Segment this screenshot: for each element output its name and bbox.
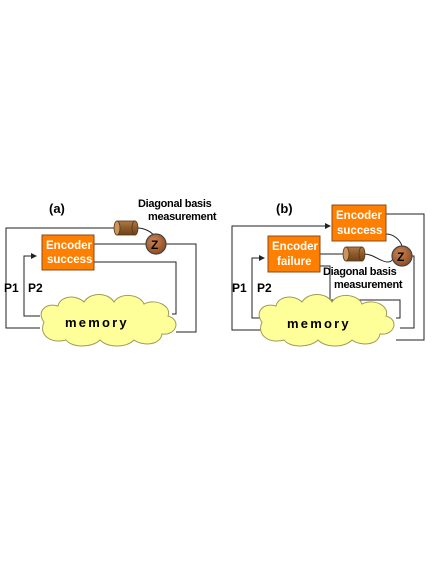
panel-a-encoder-success-box: Encoder success: [41, 234, 95, 271]
cylinder-qubit-icon: [342, 246, 366, 262]
panel-b-encoder-success-line-2: success: [337, 225, 382, 237]
panel-b-qubit-to-detector-wire: [363, 253, 395, 263]
panel-a-detector-loop-wire: [166, 243, 197, 333]
panel-b-port-p1: P1: [232, 281, 247, 295]
cylinder-qubit-icon: [113, 220, 139, 236]
panel-b-p1-wire: [231, 223, 331, 331]
panel-a-encoder-line-1: Encoder: [46, 240, 93, 252]
panel-a-memory-label: memory: [65, 315, 129, 330]
z-measurement-icon: Z: [391, 245, 413, 267]
panel-a-encoder-line-2: success: [47, 254, 92, 266]
panel-b-label: (b): [276, 201, 293, 216]
panel-b-detector-label: Z: [397, 250, 404, 264]
panel-b-memory-cloud: [258, 294, 395, 347]
panel-a-label: (a): [49, 201, 65, 216]
panel-b: (b) memory P1 P2 Encoder success: [231, 201, 425, 347]
panel-b-encoder-success-line-1: Encoder: [336, 210, 383, 222]
panel-b-encoder-failure-line-1: Encoder: [272, 241, 319, 253]
panel-a-detector-label: Z: [151, 238, 158, 252]
panel-b-encoder-success-box: Encoder success: [331, 204, 387, 242]
panel-a: (a) Diagonal basis measurement memory P1…: [4, 198, 217, 347]
panel-b-detector-loop-wire: [400, 255, 415, 329]
panel-b-port-p2: P2: [257, 281, 272, 295]
panel-b-encoder-success-to-detector-wire: [385, 233, 403, 247]
panel-a-note-line-1: Diagonal basis: [138, 198, 212, 210]
panel-b-encoder-failure-line-2: failure: [277, 256, 312, 268]
panel-a-p2-wire: [23, 253, 40, 317]
panel-a-p1-wire: [5, 227, 115, 329]
panel-b-encoder-failure-box: Encoder failure: [267, 235, 321, 273]
panel-b-note-line-2: measurement: [334, 279, 403, 291]
panel-b-encoder-failure-loop-wire: [320, 265, 401, 319]
panel-b-memory-label: memory: [287, 316, 351, 331]
panel-a-port-p2: P2: [28, 281, 43, 295]
panel-b-note-line-1: Diagonal basis: [323, 266, 397, 278]
z-measurement-icon: Z: [145, 233, 167, 255]
panel-a-encoder-loop-wire: [94, 261, 177, 315]
panel-a-memory-cloud: [40, 294, 177, 347]
panel-b-encoder-success-loop-wire: [386, 213, 425, 341]
panel-a-port-p1: P1: [4, 281, 19, 295]
panel-a-note-line-2: measurement: [148, 211, 217, 223]
